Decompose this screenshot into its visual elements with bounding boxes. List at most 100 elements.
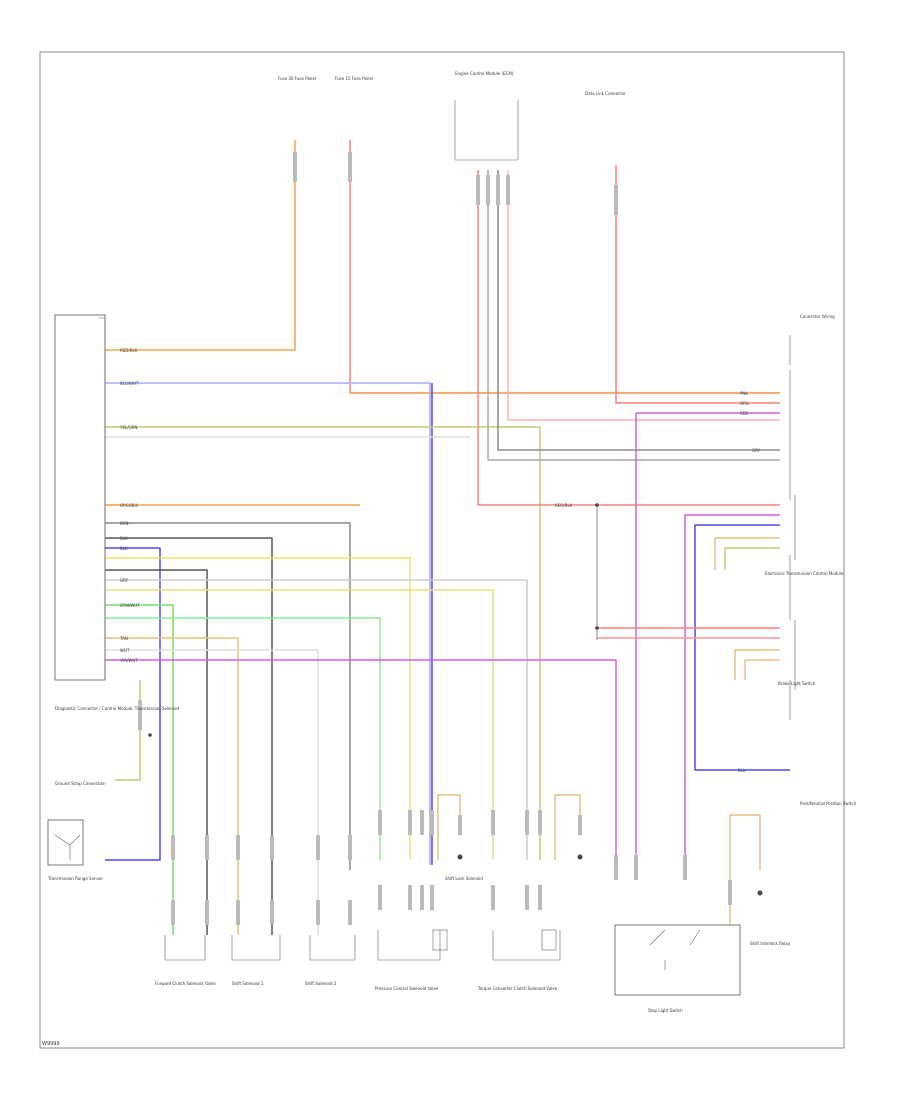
pin-mark bbox=[420, 885, 424, 910]
solenoid-box-1 bbox=[432, 929, 448, 951]
label-top-center: Engine Control Module (ECM) bbox=[455, 71, 514, 76]
wire-right-violet bbox=[684, 514, 780, 860]
wire-dlc-red bbox=[615, 165, 780, 404]
wire-dlc-violet bbox=[635, 412, 780, 860]
wire-label: RED/BLK bbox=[120, 348, 138, 353]
wire-orange-fuse1 bbox=[105, 140, 296, 351]
pin-mark bbox=[430, 885, 434, 910]
top-center-bracket bbox=[454, 100, 519, 161]
wire-ecm-gray2 bbox=[497, 170, 780, 451]
bottom-box-5 bbox=[492, 930, 561, 961]
pin-mark bbox=[348, 152, 352, 182]
wire-label: WHT bbox=[120, 648, 130, 653]
pin-mark bbox=[728, 880, 732, 905]
splice-dots bbox=[148, 503, 763, 896]
label-right-top-conn: Connector Wiring bbox=[800, 314, 835, 319]
wire-blk-2 bbox=[105, 569, 208, 935]
bottom-box-2 bbox=[231, 935, 281, 961]
pin-mark bbox=[205, 900, 209, 925]
wire-ground-yellow bbox=[115, 680, 141, 781]
wire-violet-1 bbox=[105, 659, 617, 860]
bottom-box-4 bbox=[377, 930, 441, 961]
pin-mark bbox=[270, 835, 274, 860]
wire-yellow-green bbox=[105, 426, 541, 860]
pin-mark bbox=[476, 175, 480, 205]
pin-mark bbox=[236, 900, 240, 925]
pin-mark bbox=[236, 835, 240, 860]
diagram-frame bbox=[39, 51, 845, 1049]
pin-mark bbox=[378, 885, 382, 910]
wire-loop-2 bbox=[554, 794, 581, 860]
wire-ecm-gray1 bbox=[487, 170, 780, 461]
left-module-box bbox=[54, 314, 106, 681]
components bbox=[47, 100, 796, 996]
wire-label: RED/BLK bbox=[555, 503, 573, 508]
label-bottom-4: Pressure Control Solenoid Valve bbox=[375, 986, 439, 991]
pin-mark bbox=[458, 815, 462, 835]
wire-label: BLU bbox=[738, 768, 746, 773]
pin-mark bbox=[348, 835, 352, 860]
wire-right-tan2 bbox=[724, 547, 780, 570]
pin-mark bbox=[316, 900, 320, 925]
label-bottom-6: Shift Lock Solenoid bbox=[445, 876, 483, 881]
wire-label: VIO/WHT bbox=[120, 658, 138, 663]
left-module-bracket bbox=[98, 317, 106, 680]
splice-dot bbox=[757, 890, 763, 896]
pin-mark bbox=[491, 810, 495, 835]
wire-green-1 bbox=[105, 604, 174, 935]
splice-dot bbox=[457, 854, 463, 860]
wire-blue-left bbox=[105, 547, 161, 861]
pin-mark bbox=[408, 885, 412, 910]
splice-dot bbox=[577, 854, 583, 860]
pin-mark bbox=[538, 810, 542, 835]
wire-light-2 bbox=[105, 649, 319, 935]
label-right-bottom: Park/Neutral Position Switch bbox=[800, 801, 857, 806]
label-top-right: Data Link Connector bbox=[585, 91, 626, 96]
label-bottom-5: Torque Converter Clutch Solenoid Valve bbox=[477, 986, 558, 991]
pin-mark bbox=[506, 175, 510, 205]
connector-marks bbox=[138, 152, 732, 925]
pin-mark bbox=[171, 835, 175, 860]
label-left-module: Diagnostic Connector / Control Module, T… bbox=[55, 706, 180, 711]
wire-label: RED bbox=[740, 411, 748, 416]
diagram-code: W9999 bbox=[42, 1041, 60, 1047]
wire-right-blue bbox=[694, 524, 790, 771]
wire-color-labels: RED/BLK BLU/WHT YEL/GRN ORG/BLK BRN BLK … bbox=[119, 348, 761, 773]
label-master-switch: Transmission Range Sensor bbox=[47, 876, 103, 881]
wires bbox=[105, 140, 790, 935]
wire-light-1 bbox=[105, 579, 528, 860]
stop-switch-contact-1 bbox=[649, 929, 701, 970]
wire-yel-2 bbox=[105, 589, 494, 860]
pin-mark bbox=[525, 885, 529, 910]
pin-mark bbox=[171, 900, 175, 925]
wire-label: ORG bbox=[740, 401, 749, 406]
wire-loop-3 bbox=[729, 814, 761, 925]
wire-label: ORG/BLK bbox=[120, 503, 138, 508]
wire-label: GRN/WHT bbox=[120, 603, 140, 608]
pin-mark bbox=[578, 815, 582, 835]
wire-yellow-1 bbox=[105, 557, 411, 860]
bottom-box-1 bbox=[164, 935, 206, 961]
wire-right-tan4 bbox=[744, 659, 780, 680]
pin-mark bbox=[430, 810, 434, 835]
pin-mark bbox=[348, 900, 352, 925]
stop-light-switch-box bbox=[614, 924, 741, 996]
wire-ecm-red bbox=[477, 170, 780, 506]
label-right-mid: Electronic Transmission Control Module bbox=[765, 571, 844, 576]
pin-mark bbox=[491, 885, 495, 910]
label-ground-left: Ground Strap Connection bbox=[55, 781, 106, 786]
label-top-fuse-2: Fuse 15 Fuse Panel bbox=[335, 76, 373, 81]
pin-mark bbox=[525, 810, 529, 835]
pin-mark bbox=[316, 835, 320, 860]
wire-label: BLU/WHT bbox=[120, 381, 139, 386]
splice-dot bbox=[595, 503, 599, 507]
master-switch-box bbox=[47, 819, 84, 866]
wire-label: BRN bbox=[120, 521, 129, 526]
pin-mark bbox=[614, 855, 618, 880]
splice-dot bbox=[595, 626, 599, 630]
wire-label: BLU bbox=[120, 546, 128, 551]
wire-brn-1 bbox=[105, 522, 351, 870]
pin-mark bbox=[378, 810, 382, 835]
